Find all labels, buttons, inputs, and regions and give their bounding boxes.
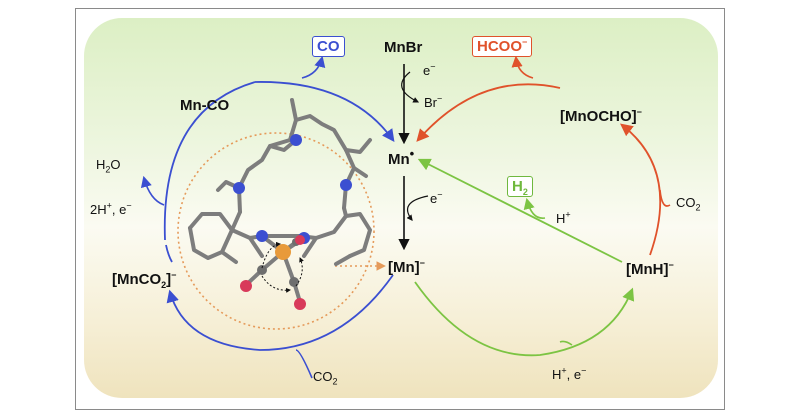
- co2-right-label: CO2: [676, 195, 701, 213]
- e-minus-top-label: e−: [423, 61, 436, 78]
- br-release-curve: [401, 71, 420, 103]
- reduction-steps: [398, 64, 429, 251]
- mnco2-label: [MnCO2]−: [112, 270, 177, 290]
- blue-arc-mnco-to-mn: [254, 81, 395, 143]
- co-cycle: [140, 55, 395, 379]
- oxygen-atom: [294, 298, 306, 310]
- two-h-e-label: 2H+, e−: [90, 200, 132, 217]
- co2-input-arrow: [295, 349, 313, 379]
- orange-arc-mnh-to-mnocho: [620, 123, 662, 256]
- e-input-curve: [406, 195, 429, 221]
- e-minus-mid-label: e−: [430, 189, 443, 206]
- oxygen-atom: [295, 235, 305, 245]
- nitrogen-atom: [290, 134, 302, 146]
- blue-arc-mnco2-to-mnco: [165, 244, 173, 263]
- nitrogen-atom: [340, 179, 352, 191]
- mn-complex-structure-icon: [188, 98, 372, 304]
- carbon-atom: [257, 265, 267, 275]
- mnh-label: [MnH]−: [626, 260, 674, 278]
- mn-radical-label: Mn•: [388, 146, 415, 168]
- mnocho-label: [MnOCHO]−: [560, 107, 642, 125]
- co-release-arrow: [301, 55, 326, 79]
- h2o-release-arrow: [140, 175, 165, 206]
- blue-arc-to-mnco: [163, 81, 256, 241]
- mnbr-label: MnBr: [384, 39, 423, 56]
- nitrogen-atom: [256, 230, 268, 242]
- oxygen-atom: [240, 280, 252, 292]
- h-plus-e-input-arrow: [559, 340, 573, 346]
- green-arc-mn-to-mnh: [414, 281, 635, 357]
- manganese-atom: [275, 244, 291, 260]
- hcoo-product-label: HCOO: [477, 38, 522, 55]
- complex-atoms: [233, 134, 352, 310]
- co2-right-input-arrow: [659, 189, 671, 207]
- blue-arc-mn-to-mnco2: [166, 274, 394, 351]
- hydride-cycle: [414, 158, 635, 357]
- co-product-label: CO: [317, 38, 340, 55]
- h2-product-label: H: [512, 178, 523, 195]
- nitrogen-atom: [233, 182, 245, 194]
- mn-co-label: Mn-CO: [180, 97, 230, 114]
- co2-bottom-label: CO2: [313, 369, 338, 387]
- hcoo-product-box: HCOO−: [472, 36, 533, 57]
- formate-cycle: [416, 55, 671, 256]
- h2o-label: H2O: [96, 157, 121, 175]
- co-product-box: CO: [312, 36, 345, 57]
- gradient-panel: [84, 18, 718, 398]
- complex-highlight: [177, 132, 386, 330]
- mn-anion-label: [Mn]−: [388, 258, 425, 276]
- h-plus-e-label: H+, e−: [552, 365, 587, 382]
- hcoo-release-arrow: [511, 55, 534, 79]
- br-minus-label: Br−: [424, 93, 443, 110]
- green-line-mnh-to-mn: [417, 158, 623, 263]
- h2-release-arrow: [523, 197, 546, 219]
- radical-dot-icon: •: [409, 146, 415, 161]
- orange-arc-mnocho-to-mn: [416, 83, 561, 142]
- h2-product-box: H2: [507, 176, 533, 197]
- h-plus-label: H+: [556, 209, 571, 226]
- carbon-atom: [289, 277, 299, 287]
